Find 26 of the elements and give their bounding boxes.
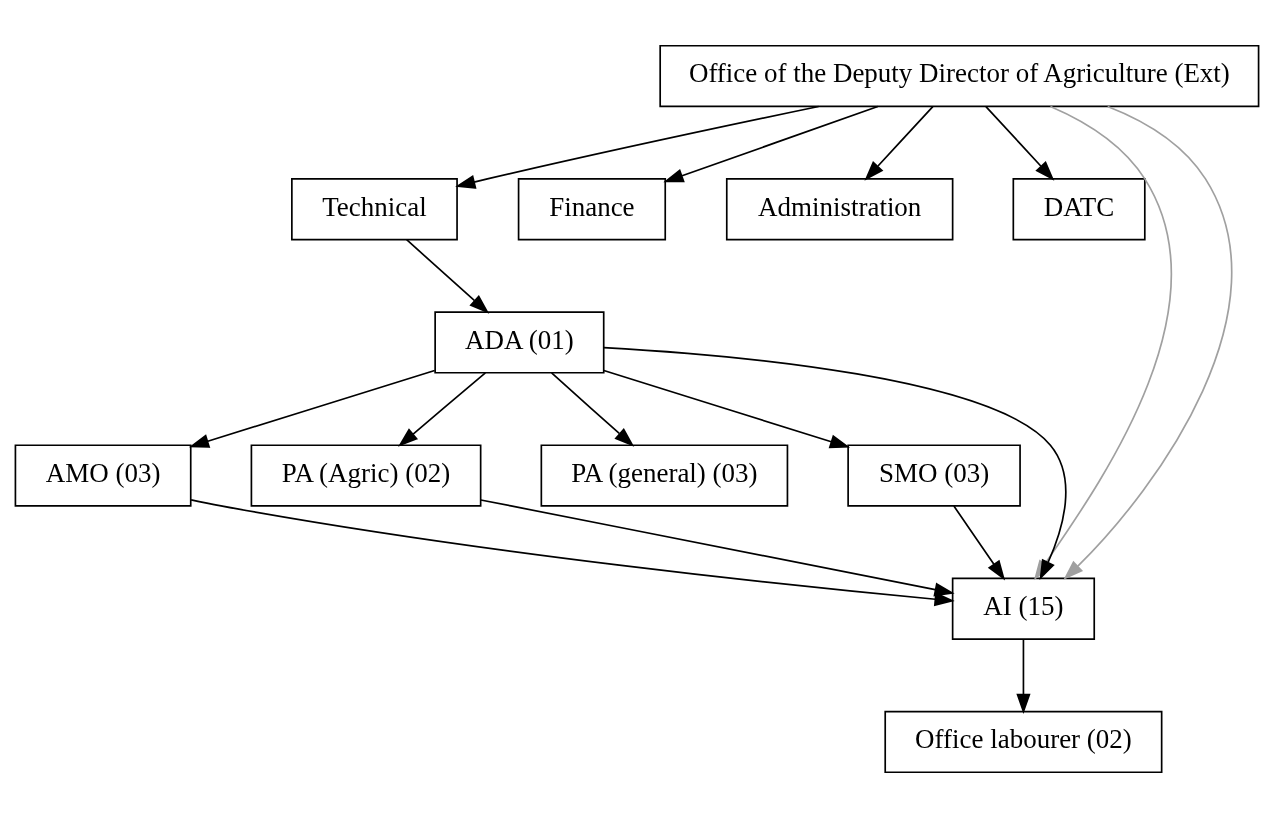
node-box: AMO (03)	[14, 444, 192, 507]
arrow	[550, 372, 635, 447]
node-box: DATC	[1012, 178, 1146, 241]
arrow	[455, 105, 820, 189]
node-box: Administration	[725, 178, 954, 241]
arrow	[398, 372, 487, 447]
arrow	[405, 238, 490, 314]
node-box: SMO (03)	[847, 444, 1021, 507]
node-box: Office labourer (02)	[884, 710, 1163, 774]
node-box: Technical	[291, 178, 458, 241]
node-box: ADA (01)	[434, 311, 605, 374]
arrow	[190, 498, 955, 607]
node-box: Office of the Deputy Director of Agriculture (Ext)	[659, 44, 1260, 108]
arrow	[188, 369, 436, 448]
node-box: AI (15)	[951, 577, 1096, 640]
arrow	[603, 369, 851, 449]
arrow	[479, 499, 955, 597]
node-box: PA (general) (03)	[540, 444, 789, 507]
arrow	[1063, 105, 1233, 580]
arrow	[663, 105, 879, 183]
node-box: Finance	[517, 178, 667, 241]
node-box: PA (Agric) (02)	[250, 444, 482, 507]
arrow	[1016, 638, 1031, 715]
arrow	[985, 105, 1055, 181]
arrow	[864, 105, 934, 181]
arrow	[953, 505, 1006, 581]
